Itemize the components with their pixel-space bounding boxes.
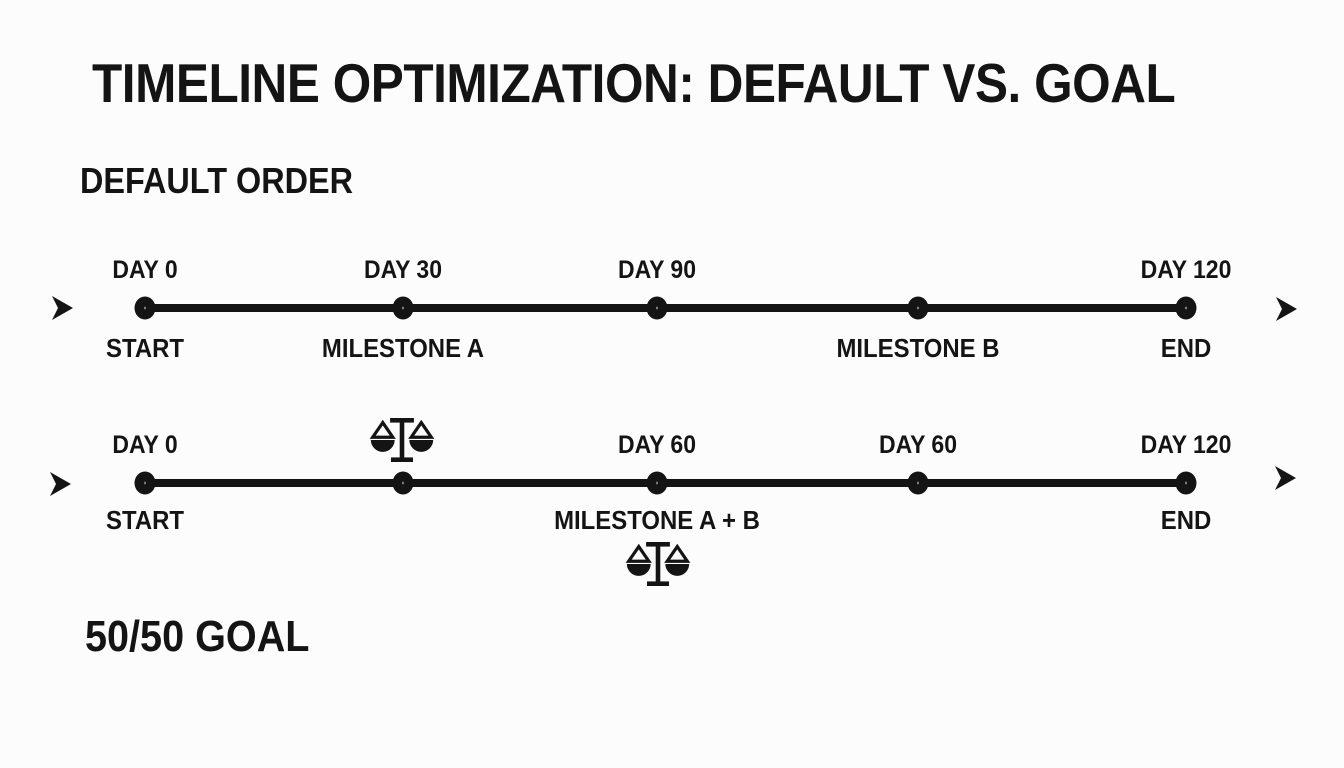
page-title: TIMELINE OPTIMIZATION: DEFAULT VS. GOAL [92, 52, 1176, 114]
flow-arrow-right-icon [1276, 297, 1297, 321]
node-day-label: DAY 60 [617, 431, 697, 459]
node-day-label: DAY 120 [1140, 431, 1232, 459]
balance-scale-icon [625, 542, 691, 586]
flow-arrow-right-icon [1275, 466, 1296, 490]
node-day-label: DAY 60 [878, 431, 958, 459]
node-caption: MILESTONE A + B [554, 505, 760, 535]
node-circle-milestone-ab [646, 471, 668, 495]
node-caption: MILESTONE A [321, 333, 485, 363]
node-day-label: DAY 120 [1140, 256, 1232, 284]
node-day-label: DAY 0 [112, 256, 178, 284]
balance-scale-icon [369, 418, 435, 462]
node-circle-day-90 [646, 296, 668, 320]
flow-arrow-left-icon [52, 296, 73, 320]
node-circle-end [1175, 471, 1197, 495]
node-circle-milestone-b [907, 296, 929, 320]
node-circle-start [134, 296, 156, 320]
node-caption: END [1160, 333, 1212, 363]
section-label-default-order: DEFAULT ORDER [80, 160, 353, 201]
node-circle-balance [392, 471, 414, 495]
section-label-goal: 50/50 GOAL [85, 612, 310, 661]
node-caption: END [1160, 505, 1212, 535]
node-day-label: DAY 90 [617, 256, 697, 284]
node-caption: START [106, 505, 184, 535]
node-circle-milestone-a [392, 296, 414, 320]
node-day-label: DAY 0 [112, 431, 178, 459]
node-circle-start [134, 471, 156, 495]
node-circle-end [1175, 296, 1197, 320]
node-circle-day-60 [907, 471, 929, 495]
node-caption: START [106, 333, 184, 363]
node-day-label: DAY 30 [363, 256, 443, 284]
node-caption: MILESTONE B [836, 333, 1000, 363]
flow-arrow-left-icon [50, 472, 71, 496]
